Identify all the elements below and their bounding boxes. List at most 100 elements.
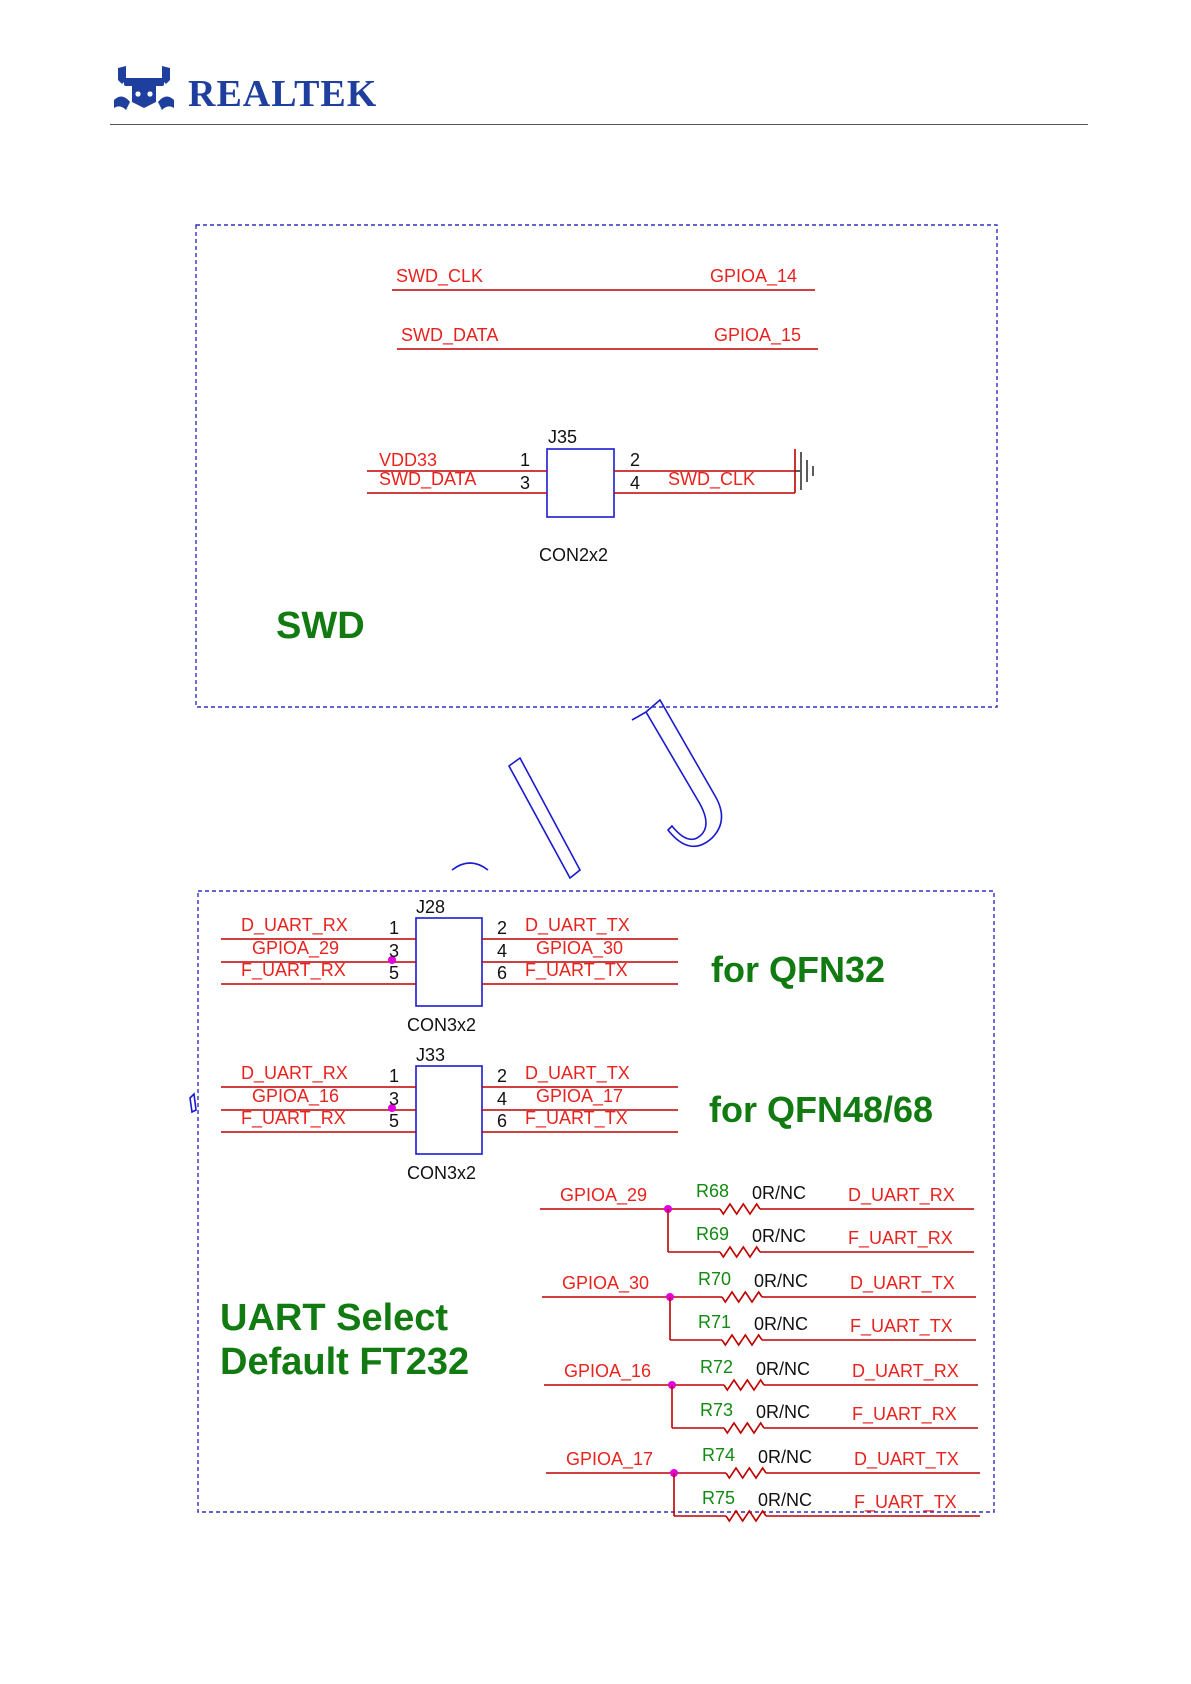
output-net-label: F_UART_RX xyxy=(852,1404,957,1425)
pin-number: 1 xyxy=(389,918,399,938)
pin-net-right: GPIOA_17 xyxy=(536,1086,623,1107)
connector-body xyxy=(415,917,483,1007)
resistor-ref: R70 xyxy=(698,1269,731,1289)
pin-net-right: GPIOA_30 xyxy=(536,938,623,959)
resistor-ref: R68 xyxy=(696,1181,729,1201)
swd-section-title: SWD xyxy=(276,605,365,647)
pin-number: 1 xyxy=(389,1066,399,1086)
resistor-ref: R74 xyxy=(702,1445,735,1465)
connector-type: CON2x2 xyxy=(539,545,608,565)
resistor-groups: GPIOA_29 R68 0R/NC D_UART_RX R69 0R/NC F_UART_… xyxy=(540,1181,980,1523)
output-net-label: D_UART_RX xyxy=(848,1185,955,1206)
swd-net-left-1: SWD_CLK xyxy=(396,266,483,287)
resistor-symbol xyxy=(721,1290,763,1304)
pin-net-right: D_UART_TX xyxy=(525,915,630,936)
pin-net-right: SWD_CLK xyxy=(668,469,755,490)
resistor-ref: R73 xyxy=(700,1400,733,1420)
pin-net-left: F_UART_RX xyxy=(241,1108,346,1129)
watermark xyxy=(189,698,723,1114)
connector-j33: J33 1 3 5 2 4 6 D_UART_RX GPIOA_16 F_UAR… xyxy=(221,1045,933,1183)
junction-dot xyxy=(388,1104,396,1112)
resistor-symbol xyxy=(719,1202,761,1216)
input-net-label: GPIOA_29 xyxy=(560,1185,647,1206)
pin-net-left: SWD_DATA xyxy=(379,469,476,490)
input-net-label: GPIOA_17 xyxy=(566,1449,653,1470)
output-net-label: D_UART_TX xyxy=(850,1273,955,1294)
input-net-label: GPIOA_30 xyxy=(562,1273,649,1294)
pin-net-left: VDD33 xyxy=(379,450,437,470)
pin-number: 3 xyxy=(389,941,399,961)
resistor-symbol xyxy=(723,1378,765,1392)
resistor-symbol xyxy=(725,1466,767,1480)
connector-body xyxy=(546,448,615,518)
resistor-value: 0R/NC xyxy=(754,1271,808,1291)
uart-frame xyxy=(197,890,995,1513)
crab-icon xyxy=(114,66,174,110)
pin-number: 2 xyxy=(630,450,640,470)
resistor-value: 0R/NC xyxy=(752,1226,806,1246)
pin-number: 3 xyxy=(520,473,530,493)
resistor-ref: R75 xyxy=(702,1488,735,1508)
resistor-value: 0R/NC xyxy=(756,1359,810,1379)
resistor-ref: R69 xyxy=(696,1224,729,1244)
resistor-symbol xyxy=(721,1333,763,1347)
resistor-value: 0R/NC xyxy=(754,1314,808,1334)
brand-name: REALTEK xyxy=(188,73,377,115)
pin-net-left: D_UART_RX xyxy=(241,915,348,936)
resistor-ref: R71 xyxy=(698,1312,731,1332)
pin-net-right: D_UART_TX xyxy=(525,1063,630,1084)
pin-number: 4 xyxy=(497,941,507,961)
resistor-symbol xyxy=(719,1245,761,1259)
connector-ref: J35 xyxy=(548,427,577,447)
pin-net-left: GPIOA_29 xyxy=(252,938,339,959)
ground-icon xyxy=(795,452,814,490)
swd-net-left-2: SWD_DATA xyxy=(401,325,498,346)
junction-dot xyxy=(388,956,396,964)
connector-j35: J35 1 2 3 4 VDD33 SWD_DATA SWD_CLK CON2x… xyxy=(367,427,814,565)
resistor-value: 0R/NC xyxy=(752,1183,806,1203)
pin-number: 6 xyxy=(497,963,507,983)
realtek-logo: REALTEK xyxy=(114,66,377,115)
pin-number: 6 xyxy=(497,1111,507,1131)
connector-j28: J28 1 3 5 2 4 6 D_UART_RX GPIOA_29 F_UAR… xyxy=(221,897,885,1035)
resistor-symbol xyxy=(723,1421,765,1435)
pin-net-left: F_UART_RX xyxy=(241,960,346,981)
connector-ref: J33 xyxy=(416,1045,445,1065)
output-net-label: D_UART_RX xyxy=(852,1361,959,1382)
pin-net-left: GPIOA_16 xyxy=(252,1086,339,1107)
swd-net-right-2: GPIOA_15 xyxy=(714,325,801,346)
connector-type: CON3x2 xyxy=(407,1015,476,1035)
connector-body xyxy=(415,1065,483,1155)
pin-number: 3 xyxy=(389,1089,399,1109)
connector-caption: for QFN32 xyxy=(711,949,885,990)
swd-frame xyxy=(195,224,998,708)
resistor-ref: R72 xyxy=(700,1357,733,1377)
pin-number: 1 xyxy=(520,450,530,470)
resistor-value: 0R/NC xyxy=(758,1447,812,1467)
resistor-value: 0R/NC xyxy=(756,1402,810,1422)
uart-section-title-2: Default FT232 xyxy=(220,1341,469,1383)
connector-type: CON3x2 xyxy=(407,1163,476,1183)
uart-section-title-1: UART Select xyxy=(220,1297,448,1339)
connector-caption: for QFN48/68 xyxy=(709,1089,933,1130)
pin-net-right: F_UART_TX xyxy=(525,960,628,981)
pin-number: 5 xyxy=(389,1111,399,1131)
connector-ref: J28 xyxy=(416,897,445,917)
pin-number: 2 xyxy=(497,918,507,938)
resistor-symbol xyxy=(725,1509,767,1523)
output-net-label: F_UART_TX xyxy=(850,1316,953,1337)
pin-net-left: D_UART_RX xyxy=(241,1063,348,1084)
swd-net-right-1: GPIOA_14 xyxy=(710,266,797,287)
pin-number: 2 xyxy=(497,1066,507,1086)
output-net-label: D_UART_TX xyxy=(854,1449,959,1470)
input-net-label: GPIOA_16 xyxy=(564,1361,651,1382)
output-net-label: F_UART_RX xyxy=(848,1228,953,1249)
output-net-label: F_UART_TX xyxy=(854,1492,957,1513)
pin-number: 4 xyxy=(630,473,640,493)
resistor-value: 0R/NC xyxy=(758,1490,812,1510)
pin-net-right: F_UART_TX xyxy=(525,1108,628,1129)
pin-number: 5 xyxy=(389,963,399,983)
pin-number: 4 xyxy=(497,1089,507,1109)
